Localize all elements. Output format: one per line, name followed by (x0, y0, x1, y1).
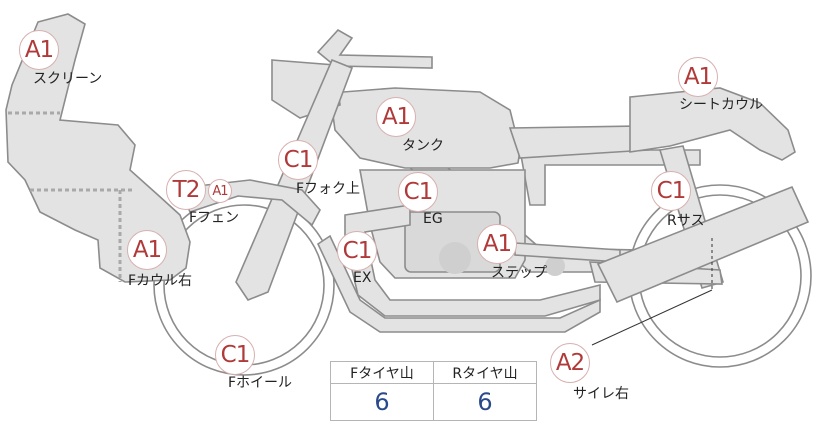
step-grade-badge: A1 (477, 224, 517, 264)
front-cowl-grade-badge: A1 (127, 230, 167, 270)
front-fork-grade-badge: C1 (278, 140, 318, 180)
front-fender-label: Fフェン (189, 210, 240, 226)
rear-tread-header: Rタイヤ山 (433, 361, 537, 384)
front-cowl-label: Fカウル右 (128, 273, 193, 289)
exhaust-label: EX (353, 270, 372, 286)
front-tread-header: Fタイヤ山 (330, 361, 434, 384)
exhaust-grade-badge: C1 (337, 231, 377, 271)
front-wheel-label: Fホイール (228, 375, 293, 391)
engine-cover (439, 242, 471, 274)
tank-grade-badge: A1 (376, 97, 416, 137)
tire-tread-table: Fタイヤ山 Rタイヤ山 6 6 (330, 361, 537, 421)
front-fork-label: Fフォク上 (296, 181, 361, 197)
fuel-tank (329, 87, 521, 169)
silencer-leader (591, 289, 713, 346)
front-tread-value: 6 (330, 383, 434, 421)
engine-label: EG (423, 211, 443, 227)
front-fork (235, 58, 354, 301)
frame-cradle (316, 234, 601, 333)
rear-sus-grade-badge: C1 (651, 171, 691, 211)
front-fender-grade-badge: T2 (166, 170, 206, 210)
seat-cowl-label: シートカウル (679, 97, 763, 113)
silencer-grade-badge: A2 (550, 343, 590, 383)
exhaust-pipe (344, 204, 601, 317)
front-fairing (5, 13, 191, 283)
front-fender-sub-grade-badge: A1 (208, 179, 232, 203)
step-label: ステップ (491, 265, 547, 281)
tank-label: タンク (402, 138, 444, 154)
seat-cowl-grade-badge: A1 (678, 57, 718, 97)
screen-label: スクリーン (33, 71, 103, 87)
silencer-body (596, 185, 810, 304)
silencer-label: サイレ右 (573, 386, 629, 402)
handlebar (316, 28, 433, 69)
rear-tread-value: 6 (433, 383, 537, 421)
rear-frame (519, 149, 701, 206)
engine-grade-badge: C1 (398, 172, 438, 212)
screen-grade-badge: A1 (19, 30, 59, 70)
front-wheel-grade-badge: C1 (215, 335, 255, 375)
seat-cowl (629, 87, 796, 161)
rear-sus-label: Rサス (667, 213, 705, 229)
footpeg-pivot (545, 256, 565, 276)
